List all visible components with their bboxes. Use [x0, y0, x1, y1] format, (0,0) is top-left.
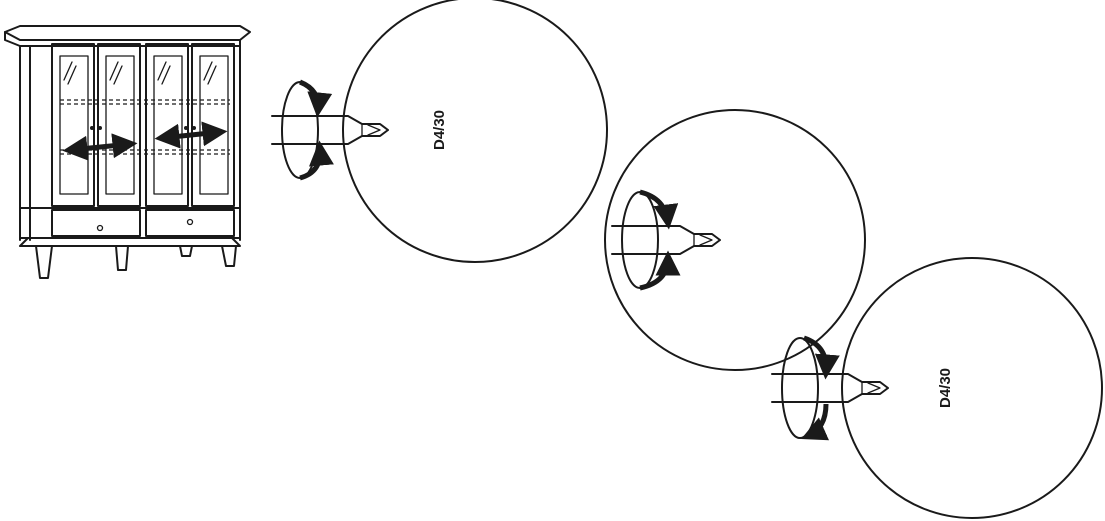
double-arrow-icon	[62, 121, 228, 161]
rotation-arrow-icon	[281, 79, 334, 181]
hinge-marking-1: D4/30	[431, 110, 448, 150]
rotation-arrow-icon	[781, 335, 840, 441]
cabinet-illustration	[4, 25, 251, 279]
hinge-marking-3: D4/30	[937, 368, 954, 408]
hinge-callout-2	[604, 109, 866, 371]
rotation-arrow-icon	[621, 189, 681, 291]
screwdriver-icon	[771, 373, 889, 403]
hinge-callout-1: D4/30	[271, 0, 608, 263]
hinge-callout-3: D4/30	[771, 257, 1103, 519]
glass-doors	[51, 43, 235, 207]
screwdriver-icon	[271, 115, 389, 145]
drawers	[19, 207, 241, 239]
screwdriver-icon	[611, 225, 721, 255]
